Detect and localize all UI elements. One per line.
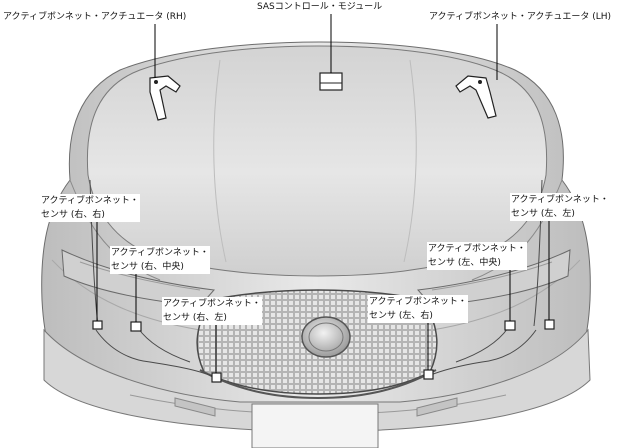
label-sensor-right-center: アクティブボンネット・ センサ (右、中央) (110, 246, 210, 274)
label-sensor-left-center: アクティブボンネット・ センサ (左、中央) (427, 242, 527, 270)
sensor-left-center-part (505, 321, 515, 330)
label-sensor-right-left: アクティブボンネット・ センサ (右、左) (162, 297, 262, 325)
label-sas-module: SASコントロール・モジュール (256, 0, 383, 14)
sensor-left-right-part (424, 370, 433, 379)
label-sensor-left-left: アクティブボンネット・ センサ (左、左) (510, 193, 610, 221)
license-plate-area (252, 404, 378, 448)
label-sensor-right-right: アクティブボンネット・ センサ (右、右) (40, 194, 140, 222)
label-sensor-left-right: アクティブボンネット・ センサ (左、右) (368, 295, 468, 323)
sas-module-part (320, 73, 342, 90)
sensor-right-left-part (212, 373, 221, 382)
sensor-right-right-part (93, 321, 102, 329)
label-actuator-lh: アクティブボンネット・アクチュエータ (LH) (428, 10, 612, 24)
sensor-left-left-part (545, 320, 554, 329)
sensor-right-center-part (131, 322, 141, 331)
emblem (302, 317, 350, 357)
label-actuator-rh: アクティブボンネット・アクチュエータ (RH) (2, 10, 187, 24)
